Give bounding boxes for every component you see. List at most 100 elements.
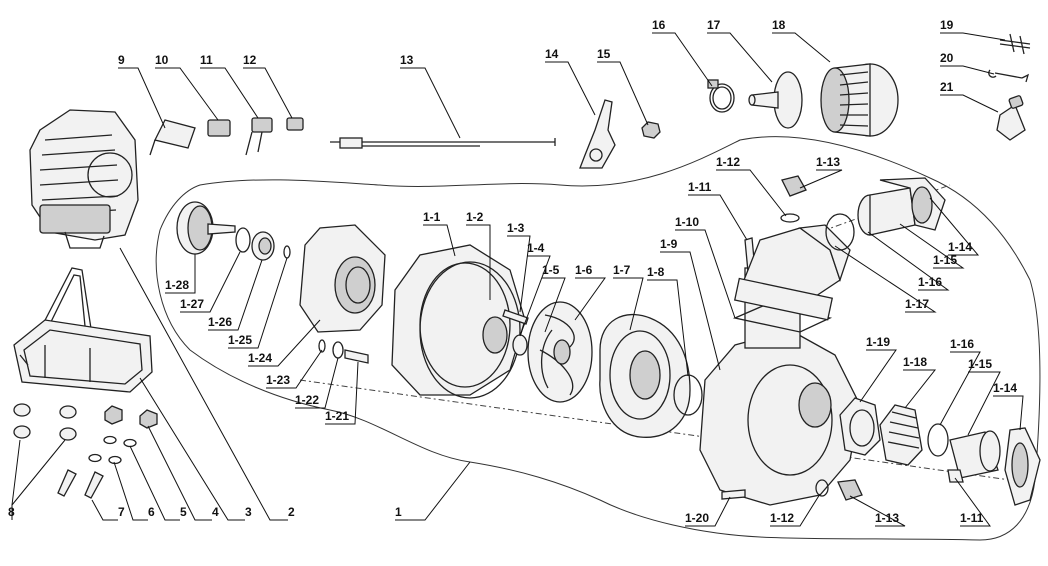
label-1-13-bottom: 1-13 [875, 511, 899, 525]
label-1-1: 1-1 [423, 210, 441, 224]
bearing-housing-part [299, 224, 386, 333]
part-labels: 9 10 11 12 13 14 15 16 17 18 19 20 21 1-… [8, 18, 1017, 525]
label-1-17: 1-17 [905, 297, 929, 311]
label-17: 17 [707, 18, 721, 32]
label-10: 10 [155, 53, 169, 67]
flange-gasket-part [732, 304, 833, 333]
priming-plug-part [781, 175, 807, 197]
label-3: 3 [245, 505, 252, 519]
label-16: 16 [652, 18, 666, 32]
label-12: 12 [243, 53, 257, 67]
assembly-boundary [155, 136, 1041, 541]
label-1-16-top: 1-16 [918, 275, 942, 289]
label-1-15-top: 1-15 [933, 253, 957, 267]
label-1-15-bottom: 1-15 [968, 357, 992, 371]
volute-part [599, 313, 691, 438]
label-1-14-bottom: 1-14 [993, 381, 1017, 395]
label-19: 19 [940, 18, 954, 32]
discharge-nut-part [879, 177, 946, 231]
suction-bolt-part [947, 469, 964, 483]
pump-back-cover-part [391, 244, 526, 396]
suction-hose-nipple-part [949, 430, 1001, 479]
frame-part [13, 267, 153, 393]
label-1-10: 1-10 [675, 215, 699, 229]
label-1-11-top: 1-11 [688, 180, 712, 194]
bearing-part [251, 231, 275, 261]
label-4: 4 [212, 505, 219, 519]
impeller-part [527, 301, 593, 403]
discharge-hose-nipple-part [857, 187, 916, 236]
plug-seal-part [780, 213, 800, 223]
label-1-7: 1-7 [613, 263, 631, 277]
ring-part [283, 245, 291, 259]
suction-nut-part [1004, 427, 1041, 506]
small-top-parts [149, 117, 304, 156]
label-1-2: 1-2 [466, 210, 484, 224]
hose-clamp-part [707, 79, 735, 113]
strainer-part [820, 63, 899, 137]
label-1-12-top: 1-12 [716, 155, 740, 169]
label-13: 13 [400, 53, 414, 67]
label-1-12-bottom: 1-12 [770, 511, 794, 525]
suction-gasket-part [927, 423, 949, 457]
bolt-part [344, 349, 369, 364]
pulley-part [176, 201, 236, 255]
label-2: 2 [288, 505, 295, 519]
label-1-18: 1-18 [903, 355, 927, 369]
label-1-8: 1-8 [647, 265, 665, 279]
label-1-13-top: 1-13 [816, 155, 840, 169]
drain-bolt-part [721, 489, 746, 500]
mechanical-seal-part [512, 334, 528, 356]
label-1: 1 [395, 505, 402, 519]
check-valve-part [879, 404, 923, 466]
accessory-parts [988, 33, 1031, 141]
assembly-axis [299, 379, 1011, 481]
label-20: 20 [940, 51, 954, 65]
label-1-21: 1-21 [325, 409, 349, 423]
label-1-27: 1-27 [180, 297, 204, 311]
label-11: 11 [200, 53, 213, 67]
rubber-feet-part [13, 403, 77, 441]
label-1-20: 1-20 [685, 511, 709, 525]
label-9: 9 [118, 53, 125, 67]
label-21: 21 [940, 80, 954, 94]
label-1-11-bottom: 1-11 [960, 511, 984, 525]
drain-plug-part [837, 479, 863, 501]
throttle-lever-part [579, 99, 616, 169]
label-7: 7 [118, 505, 125, 519]
nut-part [641, 121, 661, 139]
discharge-elbow-part [733, 224, 851, 321]
label-6: 6 [148, 505, 155, 519]
label-1-26: 1-26 [208, 315, 232, 329]
fastener-parts [57, 405, 158, 499]
label-1-25: 1-25 [228, 333, 252, 347]
label-1-28: 1-28 [165, 278, 189, 292]
label-1-6: 1-6 [575, 263, 593, 277]
engine-part [29, 109, 139, 249]
label-1-23: 1-23 [266, 373, 290, 387]
label-1-19: 1-19 [866, 335, 890, 349]
hose-barb-part [748, 71, 803, 129]
spring-washer-part [332, 341, 344, 359]
drain-seal-part [815, 479, 829, 497]
label-1-24: 1-24 [248, 351, 272, 365]
label-8: 8 [8, 505, 15, 519]
label-1-16-bottom: 1-16 [950, 337, 974, 351]
pin-part [502, 309, 529, 325]
discharge-gasket-part [825, 213, 855, 251]
label-14: 14 [545, 47, 559, 61]
label-1-3: 1-3 [507, 221, 525, 235]
label-1-22: 1-22 [295, 393, 319, 407]
leader-lines [11, 32, 1024, 527]
label-1-5: 1-5 [542, 263, 560, 277]
label-1-4: 1-4 [527, 241, 545, 255]
pump-casing-part [699, 267, 861, 506]
label-15: 15 [597, 47, 611, 61]
label-1-14-top: 1-14 [948, 240, 972, 254]
label-18: 18 [772, 18, 786, 32]
label-1-9: 1-9 [660, 237, 678, 251]
circlip-part [235, 227, 251, 253]
large-gasket-part [419, 261, 521, 399]
throttle-cable-part [330, 137, 556, 149]
